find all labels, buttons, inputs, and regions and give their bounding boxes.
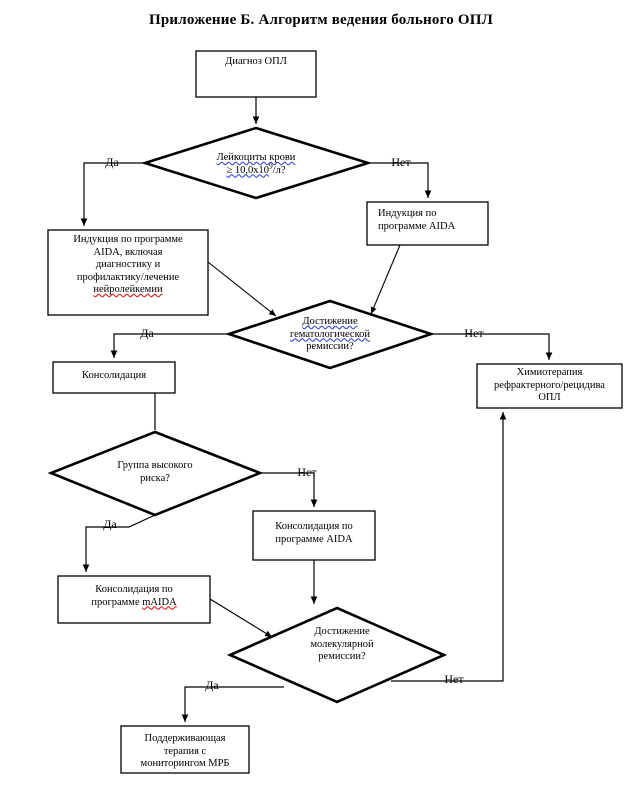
edge-hematologic-no-to-chemo <box>431 333 553 360</box>
edge-high-risk-no-to-consolidation-aida <box>260 472 318 507</box>
node-maintenance-label: Поддерживающая терапия с мониторингом МР… <box>121 733 249 771</box>
node-consolidation-label: Консолидация <box>53 370 175 383</box>
high-risk-line-2: риска? <box>140 472 170 484</box>
wbc-exponent: 9 <box>268 161 273 170</box>
edge-label-wbc-no: Нет <box>391 155 411 169</box>
node-hematologic-remission-label: Достижение гематологической ремиссии? <box>250 316 410 354</box>
edge-label-molecular-yes: Да <box>205 678 219 692</box>
hematologic-line-3: ремиссии? <box>306 341 354 352</box>
chemo-line-2: рефрактерного/рецидива <box>494 379 605 391</box>
node-induction-aida-label: Индукция по программе AIDA <box>372 208 490 233</box>
node-diagnosis-shape[interactable] <box>195 50 317 98</box>
induction-full-line-2: AIDA, включая <box>93 246 163 258</box>
maida-term: mAIDA <box>142 596 177 608</box>
edge-molecular-yes-to-maintenance <box>181 686 284 722</box>
node-high-risk-label: Группа высокого риска? <box>85 460 225 485</box>
induction-aida-line-1: Индукция по <box>378 208 437 219</box>
node-induction-aida-shape[interactable] <box>366 201 489 246</box>
edge-label-hematologic-no: Нет <box>464 326 484 340</box>
node-consolidation-shape[interactable] <box>52 361 176 394</box>
consolidation-aida-line-2: программе AIDA <box>275 533 353 545</box>
wbc-line-1: Лейкоциты крови <box>216 152 296 163</box>
edge-label-highrisk-no: Нет <box>297 465 317 479</box>
page-title: Приложение Б. Алгоритм ведения больного … <box>149 12 493 28</box>
induction-full-line-1: Индукция по программе <box>73 234 183 245</box>
edge-high-risk-yes-to-consolidation-maida <box>82 514 156 572</box>
maintenance-line-1: Поддерживающая <box>144 733 226 744</box>
edge-label-hematologic-yes: Да <box>140 326 154 340</box>
consolidation-line-1: Консолидация <box>81 370 147 381</box>
chemo-line-1: Химиотерапия <box>516 367 583 378</box>
hematologic-line-2: гематологической <box>289 328 371 340</box>
wbc-line-2: ≥ 10,0х109/л? <box>156 162 356 178</box>
high-risk-line-1: Группа высокого <box>117 460 193 471</box>
node-hematologic-remission-shape[interactable] <box>224 299 436 370</box>
chemo-line-3: ОПЛ <box>538 392 561 403</box>
diagnosis-line-1: Диагноз ОПЛ <box>225 56 287 67</box>
node-wbc-decision-shape[interactable] <box>140 126 373 200</box>
induction-full-line-4: профилактику/лечение <box>76 271 180 283</box>
edge-label-wbc-yes: Да <box>105 155 119 169</box>
node-maintenance-shape[interactable] <box>120 725 250 774</box>
maida-prefix: программе <box>91 596 143 608</box>
molecular-line-1: Достижение <box>314 626 370 637</box>
node-wbc-decision-label: Лейкоциты крови ≥ 10,0х109/л? <box>156 152 356 177</box>
consolidation-maida-line-2: программе mAIDA <box>58 597 210 610</box>
edge-hematologic-yes-to-consolidation <box>110 333 229 358</box>
wbc-gte-symbol: ≥ 10,0х10 <box>226 164 269 176</box>
molecular-line-2: молекулярной <box>310 638 374 650</box>
induction-full-line-5: нейролейкемии <box>93 284 163 295</box>
edge-molecular-no-to-chemo <box>391 412 507 682</box>
edge-induction-aida-to-hematologic <box>370 244 401 315</box>
maintenance-line-3: мониторингом МРБ <box>140 758 230 769</box>
node-induction-full-shape[interactable] <box>47 229 209 316</box>
molecular-line-3: ремиссии? <box>318 651 366 662</box>
node-consolidation-maida-shape[interactable] <box>57 575 211 624</box>
induction-aida-line-2: программе AIDA <box>378 220 456 232</box>
node-induction-full-label: Индукция по программе AIDA, включая диаг… <box>48 234 208 297</box>
node-molecular-remission-label: Достижение молекулярной ремиссии? <box>277 626 407 664</box>
induction-full-line-3: диагностику и <box>95 259 161 270</box>
edge-wbc-yes-to-induction-full <box>80 162 145 226</box>
consolidation-aida-line-1: Консолидация по <box>275 521 353 532</box>
consolidation-maida-line-1: Консолидация по <box>95 584 173 595</box>
hematologic-line-1: Достижение <box>302 316 358 327</box>
node-chemo-refractory-shape[interactable] <box>476 363 623 409</box>
edge-induction-full-to-hematologic <box>207 261 277 317</box>
edge-label-molecular-no: Нет <box>444 672 464 686</box>
node-molecular-remission-shape[interactable] <box>226 606 448 704</box>
edge-consolidation-maida-to-molecular <box>209 598 273 638</box>
wbc-unit: /л? <box>272 164 286 176</box>
node-chemo-refractory-label: Химиотерапия рефрактерного/рецидива ОПЛ <box>477 367 622 405</box>
node-diagnosis-label: Диагноз ОПЛ <box>196 56 316 69</box>
maintenance-line-2: терапия с <box>163 745 207 757</box>
node-consolidation-aida-label: Консолидация по программе AIDA <box>253 521 375 546</box>
edge-label-highrisk-yes: Да <box>103 517 117 531</box>
edge-wbc-no-to-induction-aida <box>368 162 432 198</box>
node-consolidation-maida-label: Консолидация по программе mAIDA <box>58 584 210 609</box>
